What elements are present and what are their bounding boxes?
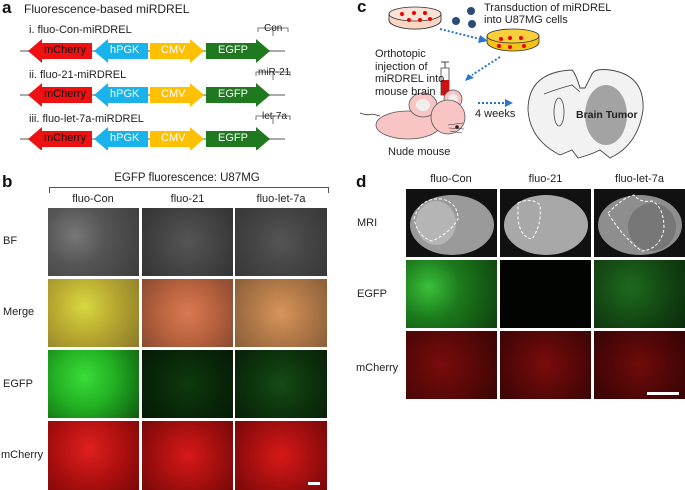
mcherry-image-fluo-21: [142, 421, 233, 490]
panel-d-label: d: [356, 172, 367, 191]
mcherry-label: mCherry: [44, 88, 87, 100]
mcherry-image-fluo-con: [48, 421, 139, 490]
construct-diagram: [19, 27, 291, 150]
injection-text: Orthotopic injection of miRDREL into mou…: [375, 48, 444, 98]
cmv-label: CMV: [161, 132, 186, 144]
mcherry-image-fluo-let-7a: [235, 421, 327, 490]
injection-text-line: Orthotopic: [375, 48, 426, 60]
target-site-label: let-7a: [262, 111, 288, 122]
mcherry-label: mCherry: [44, 132, 87, 144]
column-header: fluo-Con: [72, 193, 114, 205]
egfp-image-fluo-21: [142, 350, 233, 418]
egfp-tissue-fluo-let-7a: [594, 260, 685, 328]
time-label: 4 weeks: [475, 108, 516, 120]
egfp-tissue-fluo-con: [406, 260, 497, 328]
injection-text-line: injection of: [375, 60, 428, 73]
target-site-label: miR-21: [258, 67, 291, 78]
panel-b-label: b: [2, 172, 13, 191]
egfp-image-fluo-con: [48, 350, 139, 418]
hpgk-label: hPGK: [110, 132, 140, 144]
panel-b-header: EGFP fluorescence: U87MG: [114, 172, 260, 184]
egfp-tissue-fluo-21: [500, 260, 591, 328]
mcherry-tissue-fluo-let-7a: [594, 331, 685, 399]
header-bracket: [49, 187, 329, 193]
column-header: fluo-21: [528, 173, 563, 185]
cmv-label: CMV: [161, 44, 186, 56]
row-label: EGFP: [357, 288, 387, 300]
row-label: MRI: [357, 217, 378, 229]
merge-image-fluo-con: [48, 279, 139, 347]
row-label: mCherry: [356, 362, 399, 374]
bf-image-fluo-con: [48, 208, 139, 276]
mcherry-label: mCherry: [44, 44, 87, 56]
injection-text-line: miRDREL into: [375, 73, 445, 85]
nude-mouse-label: Nude mouse: [388, 146, 451, 158]
row-label: BF: [3, 235, 18, 247]
mcherry-tissue-fluo-21: [500, 331, 591, 399]
construct-2-name: ii. fluo-21-miRDREL: [29, 69, 127, 81]
egfp-label: EGFP: [218, 88, 248, 100]
scale-bar: [647, 392, 679, 395]
egfp-label: EGFP: [218, 132, 248, 144]
mri-image-fluo-con: [406, 189, 497, 257]
row-label: Merge: [3, 306, 35, 318]
cmv-label: CMV: [161, 88, 186, 100]
bf-image-fluo-let-7a: [235, 208, 327, 276]
transduction-text-2: into U87MG cells: [484, 14, 568, 26]
mcherry-tissue-fluo-con: [406, 331, 497, 399]
panel-a-label: a: [2, 0, 12, 17]
brain-tumor-label: Brain Tumor: [576, 109, 638, 121]
transduction-text-1: Transduction of miRDREL: [484, 2, 612, 14]
panel-c-label: c: [357, 0, 367, 16]
column-header: fluo-Con: [430, 173, 472, 185]
column-header: fluo-let-7a: [256, 193, 306, 205]
bf-image-fluo-21: [142, 208, 233, 276]
merge-image-fluo-let-7a: [235, 279, 327, 347]
row-label: mCherry: [1, 449, 44, 461]
scale-bar: [308, 482, 320, 485]
mri-image-fluo-let-7a: [594, 189, 685, 257]
panel-a-title: Fluorescence-based miRDREL: [24, 2, 190, 16]
egfp-image-fluo-let-7a: [235, 350, 327, 418]
target-site-label: Con: [264, 23, 283, 34]
column-header: fluo-let-7a: [615, 173, 664, 185]
injection-text-line: mouse brain: [375, 85, 436, 98]
hpgk-label: hPGK: [110, 44, 140, 56]
construct-1-name: i. fluo-Con-miRDREL: [29, 24, 132, 36]
egfp-label: EGFP: [218, 44, 248, 56]
row-label: EGFP: [3, 378, 33, 390]
column-header: fluo-21: [170, 193, 205, 205]
mri-image-fluo-21: [500, 189, 591, 257]
construct-3-name: iii. fluo-let-7a-miRDREL: [29, 113, 144, 125]
hpgk-label: hPGK: [110, 88, 140, 100]
experiment-schematic: [359, 6, 644, 159]
merge-image-fluo-21: [142, 279, 233, 347]
